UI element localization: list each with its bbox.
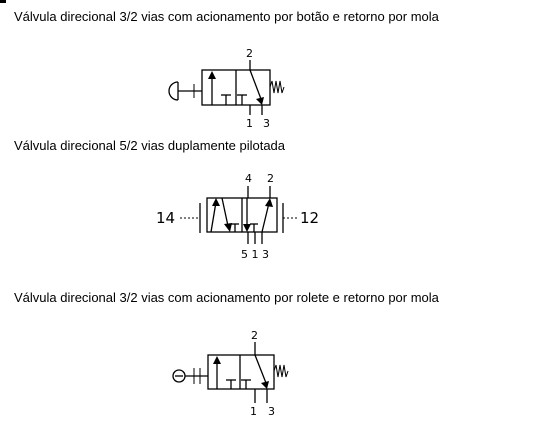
valve-3-symbol: 2 1 3 [172,329,289,418]
port-1-label: 1 [246,117,253,130]
valve-1-caption: Válvula direcional 3/2 vias com acioname… [14,9,439,24]
ports-513-label: 5 1 3 [241,248,269,261]
push-button-actuator [168,81,202,101]
valve-3-caption: Válvula direcional 3/2 vias com acioname… [14,290,439,305]
port-4-label: 4 [245,172,252,185]
spring-return [269,80,285,94]
valve-1-left-position [208,71,231,105]
pilot-12-label: 12 [300,209,319,227]
pilot-14-label: 14 [156,209,175,227]
corner-mark [0,0,6,3]
valve-3-body [207,354,275,390]
port-2-label: 2 [251,329,258,342]
port-2-label: 2 [267,172,274,185]
spring-return [273,364,289,378]
valve-1-symbol: 2 1 3 [168,47,285,130]
port-2-label: 2 [246,47,253,60]
roller-actuator [172,368,208,384]
valve-2-symbol: 14 4 2 5 1 3 12 [156,172,319,261]
valve-3-left-position [213,356,236,389]
valve-2-right-position [243,198,273,233]
valve-1-right-position [237,69,264,105]
valve-3-right-position [241,354,269,389]
valve-2-left-position [210,197,239,233]
valve-2-caption: Válvula direcional 5/2 vias duplamente p… [14,138,286,153]
port-3-label: 3 [263,117,270,130]
port-3-label: 3 [268,405,275,418]
port-1-label: 1 [250,405,257,418]
